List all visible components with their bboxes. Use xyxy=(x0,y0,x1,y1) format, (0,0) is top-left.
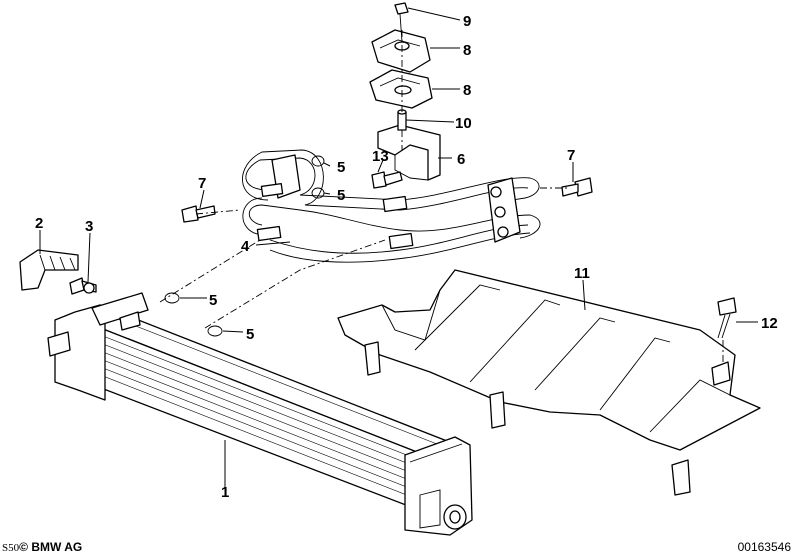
callout-9: 9 xyxy=(463,13,471,30)
callout-5-upper: 5 xyxy=(337,159,345,176)
oil-cooler-part xyxy=(47,292,473,536)
callout-8-lower: 8 xyxy=(463,82,471,99)
leader-lines xyxy=(39,7,758,490)
o-ring-part-5 xyxy=(164,155,325,337)
oil-hoses-part xyxy=(242,149,541,263)
bolt-part-7-left xyxy=(181,205,216,223)
bracket-part-2 xyxy=(19,249,79,291)
callout-7-left: 7 xyxy=(198,175,206,192)
footer-prefix: S50 xyxy=(2,542,20,554)
assembly-lines xyxy=(159,30,724,365)
bolt-part-3 xyxy=(69,277,97,295)
callout-13: 13 xyxy=(372,148,389,165)
copyright-footer: S50© BMW AG xyxy=(2,540,82,554)
clamp-half-upper-part-8 xyxy=(371,29,431,73)
bolt-part-9 xyxy=(394,2,409,43)
clamp-half-lower-part-8 xyxy=(369,69,433,109)
callout-2: 2 xyxy=(35,215,43,232)
copyright-icon: © xyxy=(19,540,28,554)
callout-5-middle: 5 xyxy=(337,187,345,204)
callout-8-upper: 8 xyxy=(463,42,471,59)
callout-11: 11 xyxy=(574,265,590,282)
bolt-part-7-right xyxy=(561,177,593,197)
callout-10: 10 xyxy=(455,115,472,132)
callout-3: 3 xyxy=(85,218,93,235)
callout-12: 12 xyxy=(761,315,778,332)
callout-7-right: 7 xyxy=(567,147,575,164)
callout-1: 1 xyxy=(221,484,229,501)
callout-4: 4 xyxy=(241,238,250,255)
image-number: 00163546 xyxy=(737,540,791,554)
callout-6: 6 xyxy=(457,151,465,168)
company-name: BMW AG xyxy=(31,540,83,554)
shroud-part-11 xyxy=(337,269,761,496)
callout-labels: 1 2 3 4 5 5 5 5 6 7 7 8 8 9 10 11 12 13 xyxy=(35,13,778,501)
callout-5-left: 5 xyxy=(209,292,217,309)
stud-part-10 xyxy=(397,109,407,131)
callout-5-lower: 5 xyxy=(246,326,254,343)
screw-part-12 xyxy=(717,297,737,339)
bracket-part-6 xyxy=(377,124,441,181)
bolt-part-13 xyxy=(371,171,403,189)
